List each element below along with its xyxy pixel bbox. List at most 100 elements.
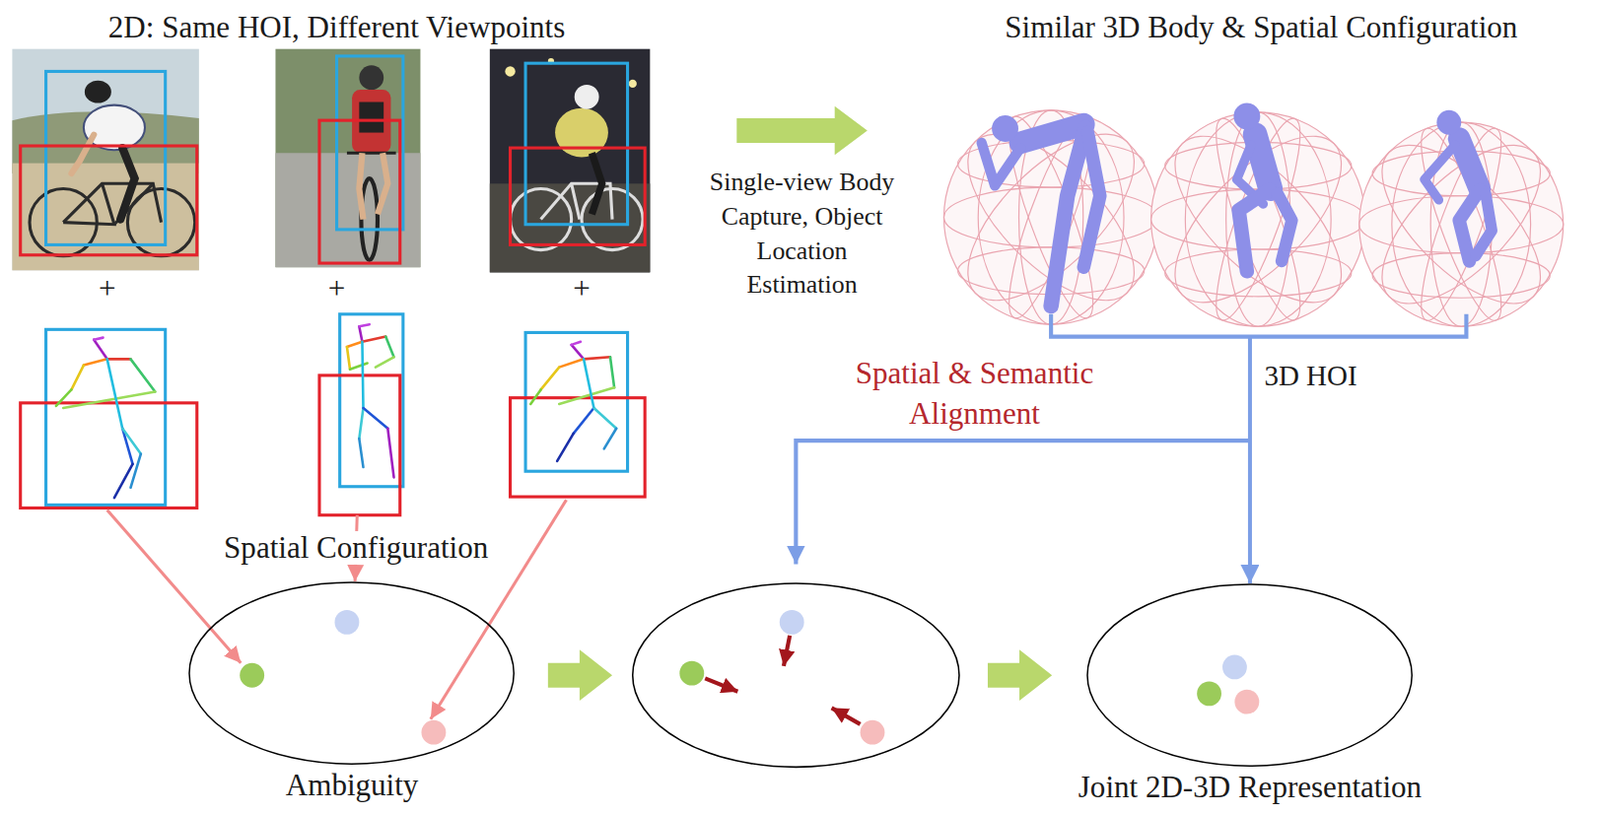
photo — [555, 108, 609, 158]
pose-skeleton — [93, 340, 107, 360]
pose-skeleton — [107, 358, 124, 428]
body-mesh — [1436, 110, 1461, 136]
feature-dot — [239, 610, 1259, 746]
bounding-box — [46, 70, 166, 245]
photo — [63, 183, 115, 224]
photo — [275, 49, 420, 269]
pose-skeleton — [558, 358, 584, 367]
body-mesh — [1050, 127, 1086, 306]
object-sphere — [941, 107, 1162, 328]
bounding-box — [510, 398, 646, 497]
hoi-arrow — [1248, 337, 1253, 585]
photo — [504, 66, 515, 76]
feature-dot — [239, 663, 265, 689]
pose-skeleton — [556, 433, 574, 462]
image-panel: 2D: Same HOI, Different Viewpoints — [9, 4, 737, 516]
pose-skeleton — [583, 356, 611, 359]
projection-arrow — [107, 499, 567, 720]
panel-heading: 2D: Same HOI, Different Viewpoints — [108, 10, 565, 45]
body-mesh — [1424, 144, 1456, 201]
body-mesh — [1254, 135, 1271, 190]
photo — [120, 147, 135, 219]
body-mesh — [1459, 139, 1480, 190]
photo — [591, 152, 602, 214]
photo — [489, 49, 651, 274]
photo — [70, 135, 94, 174]
feature-dot — [1222, 655, 1248, 681]
photo — [84, 80, 112, 104]
pose-skeleton — [114, 464, 134, 498]
pose-skeleton — [583, 358, 594, 409]
plus-sign: + — [98, 268, 117, 310]
pose-skeleton — [349, 362, 368, 369]
photo — [510, 188, 572, 250]
flow-arrow — [548, 649, 613, 701]
photo — [628, 79, 637, 88]
edge-label: 3D HOI — [1263, 360, 1357, 393]
pose-skeleton — [362, 408, 388, 429]
pose-skeleton — [610, 356, 615, 388]
pose-skeleton — [56, 389, 72, 407]
body-mesh — [991, 115, 1019, 142]
plus-sign: + — [572, 268, 591, 310]
bounding-box — [20, 403, 198, 509]
alignment-label: Spatial & Semantic Alignment — [836, 352, 1113, 436]
pose-skeleton — [387, 428, 394, 479]
pose-skeleton — [130, 454, 140, 488]
photo — [571, 183, 580, 219]
embedding-ellipse: Joint 2D-3D Representation — [1086, 583, 1413, 767]
alignment-arrow — [832, 707, 861, 725]
process-arrow — [736, 106, 868, 156]
pose-skeleton — [70, 365, 83, 391]
pose-skeleton — [83, 358, 108, 365]
embedding-ellipse: Ambiguity — [188, 581, 515, 766]
photo — [377, 152, 388, 214]
pose-skeleton — [604, 428, 617, 450]
pose-skeleton — [347, 342, 363, 348]
photo — [489, 49, 651, 274]
ellipse-outline — [188, 581, 515, 766]
plus-sign: + — [328, 268, 347, 310]
pose-skeleton — [93, 338, 103, 341]
photo — [358, 65, 384, 90]
feature-dot — [1234, 690, 1259, 715]
embedding-ellipse — [632, 583, 960, 767]
body-panel: Similar 3D Body & Spatial Configuration — [867, 4, 1598, 337]
flow-arrow — [987, 649, 1052, 701]
alignment-arrow — [704, 635, 860, 725]
pose-skeleton — [541, 367, 560, 391]
photo — [11, 49, 199, 272]
pose-skeleton — [593, 408, 617, 429]
photo — [360, 178, 378, 261]
pose-skeleton — [122, 428, 141, 455]
pose-skeleton — [573, 408, 595, 434]
bracket — [795, 440, 1251, 564]
pose-skeleton — [558, 387, 615, 405]
photo — [347, 151, 397, 155]
pose-skeleton — [358, 326, 362, 343]
ellipse-label: Ambiguity — [285, 768, 419, 803]
ellipse-outline — [1086, 583, 1413, 767]
bounding-box — [337, 56, 404, 230]
pose-skeleton — [530, 389, 541, 404]
body-mesh — [1083, 133, 1101, 269]
alignment-arrow — [783, 635, 790, 667]
pose-skeleton — [375, 356, 395, 367]
feature-dot — [860, 720, 886, 746]
edge-label: Spatial Configuration — [219, 531, 492, 565]
body-mesh — [1277, 194, 1292, 262]
feature-dot — [779, 610, 805, 635]
bracket — [1050, 314, 1466, 338]
bounding-box — [525, 63, 628, 225]
bounding-box — [20, 56, 645, 264]
feature-dot — [420, 720, 446, 746]
photo — [83, 105, 145, 151]
pose-skeleton — [385, 337, 394, 358]
photo — [574, 84, 600, 110]
photo — [358, 152, 363, 219]
object-sphere — [1148, 109, 1369, 330]
pose-skeleton — [358, 324, 369, 327]
photo — [275, 49, 420, 269]
bounding-box — [20, 145, 198, 256]
